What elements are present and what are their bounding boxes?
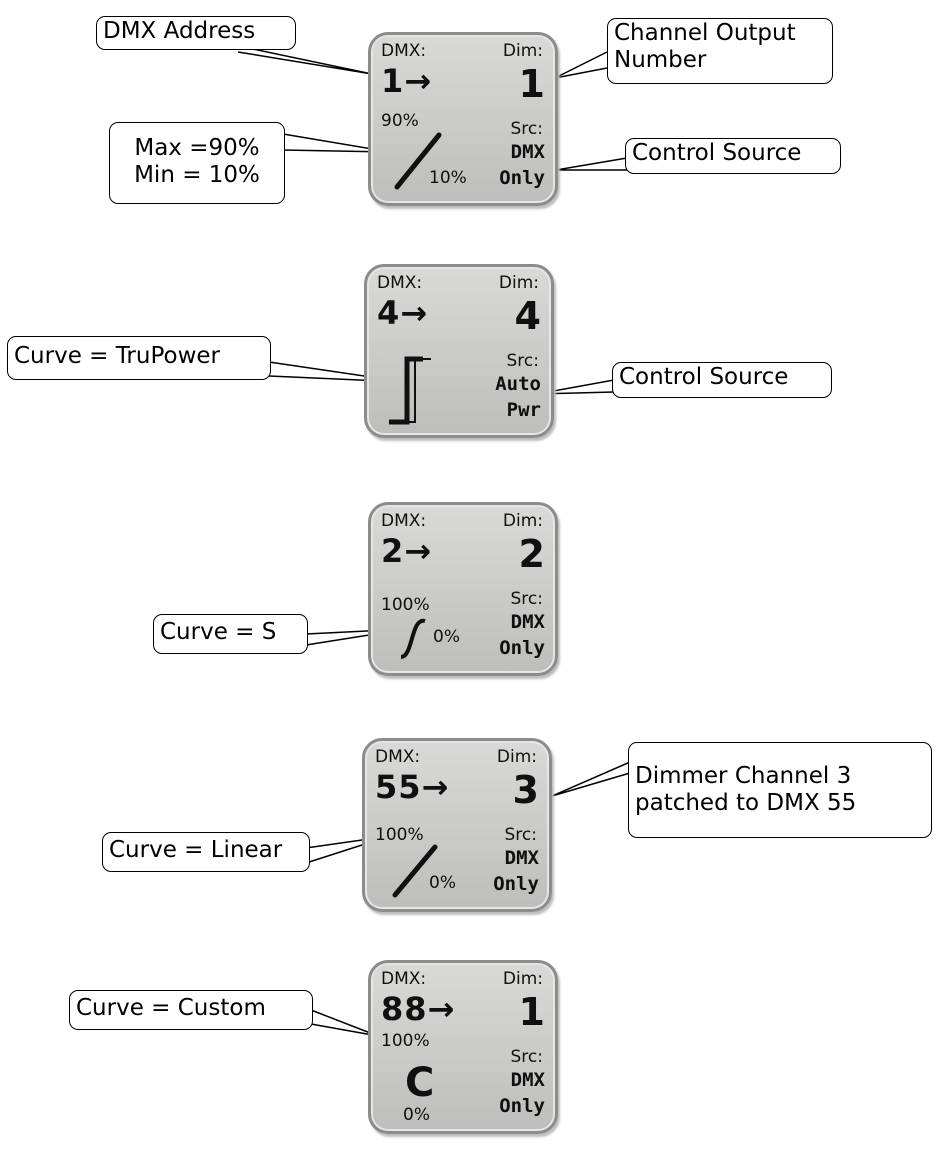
source-value-line2: Only [499,167,545,189]
connector-dimmer [551,761,631,797]
linear-curve-icon [394,132,442,190]
source-value-line2: Only [499,1095,545,1117]
callout-max-line: Max =90% [134,135,260,161]
source-value-line1: Auto [495,373,541,395]
trupower-curve-icon [389,356,431,425]
callout-curve-custom-text: Curve = Custom [76,995,266,1021]
callout-curve-custom: Curve = Custom [69,990,313,1030]
callout-curve-trupower-text: Curve = TruPower [14,343,220,369]
callout-curve-s-text: Curve = S [160,619,277,645]
curve-max-value: 100% [381,595,430,615]
callout-curve-linear-text: Curve = Linear [109,837,283,863]
s-curve-icon [400,618,426,659]
callout-min-line: Min = 10% [134,162,260,188]
callout-channel-output-line2: Number [614,47,707,73]
source-value-line1: DMX [504,847,539,869]
callout-control-source-2: Control Source [612,362,832,398]
dimmer-tile-4: DMX: Dim: 55→ 3 100% 0% Src: DMX Only [362,738,552,912]
dmx-address-value: 1→ [381,62,433,100]
curve-max-value: 100% [381,1031,430,1051]
dim-label: Dim: [502,511,543,531]
callout-curve-s: Curve = S [153,614,308,654]
callout-max-min: Max =90% Min = 10% [109,122,285,204]
curve-min-value: 0% [403,1105,430,1125]
connector-dmx-address [237,47,373,75]
curve-max-value: 100% [375,825,424,845]
callout-dmx-address-text: DMX Address [103,18,256,44]
source-value-line2: Pwr [506,399,541,421]
dimmer-tile-2: DMX: Dim: 4→ 4 Src: Auto Pwr [364,264,554,438]
source-value-line1: DMX [510,611,545,633]
callout-dimmer-channel: Dimmer Channel 3 patched to DMX 55 [628,742,932,838]
linear-curve-icon [392,844,438,898]
dmx-label: DMX: [375,747,421,767]
curve-min-value: 10% [429,168,467,188]
dim-channel-value: 4 [514,294,541,338]
dmx-label: DMX: [381,41,427,61]
dmx-address-value: 55→ [375,768,450,806]
source-label: Src: [510,589,543,609]
curve-min-value: 0% [429,873,456,893]
dmx-address-value: 2→ [381,532,433,570]
source-label: Src: [510,1047,543,1067]
callout-channel-output: Channel Output Number [607,18,833,84]
callout-dimmer-line1: Dimmer Channel 3 [635,763,852,789]
dim-label: Dim: [502,41,543,61]
callout-control-source-2-text: Control Source [619,364,789,390]
curve-max-value: 90% [381,111,419,131]
source-value-line2: Only [499,637,545,659]
dim-label: Dim: [498,273,539,293]
source-value-line1: DMX [510,141,545,163]
dim-channel-value: 1 [518,990,545,1034]
connector-control-source-1 [555,157,628,171]
source-label: Src: [504,825,537,845]
dim-channel-value: 2 [518,532,545,576]
callout-control-source-1-text: Control Source [632,140,802,166]
callout-dimmer-line2: patched to DMX 55 [635,790,857,816]
callout-curve-trupower: Curve = TruPower [7,336,271,380]
dimmer-tile-3: DMX: Dim: 2→ 2 100% 0% Src: DMX Only [368,502,558,676]
source-value-line1: DMX [510,1069,545,1091]
source-label: Src: [510,119,543,139]
dmx-address-value: 4→ [377,294,429,332]
dimmer-tile-5: DMX: Dim: 88→ 1 100% C 0% Src: DMX Only [368,960,558,1134]
callout-control-source-1: Control Source [625,138,841,174]
callout-dmx-address: DMX Address [96,16,296,50]
connector-channel-output [554,51,608,79]
dmx-label: DMX: [381,511,427,531]
dim-label: Dim: [496,747,537,767]
callout-channel-output-line1: Channel Output [614,20,796,46]
curve-min-value: 0% [433,627,460,647]
dmx-label: DMX: [377,273,423,293]
dmx-label: DMX: [381,969,427,989]
source-value-line2: Only [493,873,539,895]
callout-curve-linear: Curve = Linear [102,832,310,872]
dmx-address-value: 88→ [381,990,456,1028]
dimmer-tile-1: DMX: Dim: 1→ 1 90% 10% Src: DMX Only [368,32,558,206]
custom-curve-letter: C [405,1060,435,1106]
dim-label: Dim: [502,969,543,989]
dim-channel-value: 3 [512,768,539,812]
source-label: Src: [506,351,539,371]
dim-channel-value: 1 [518,62,545,106]
